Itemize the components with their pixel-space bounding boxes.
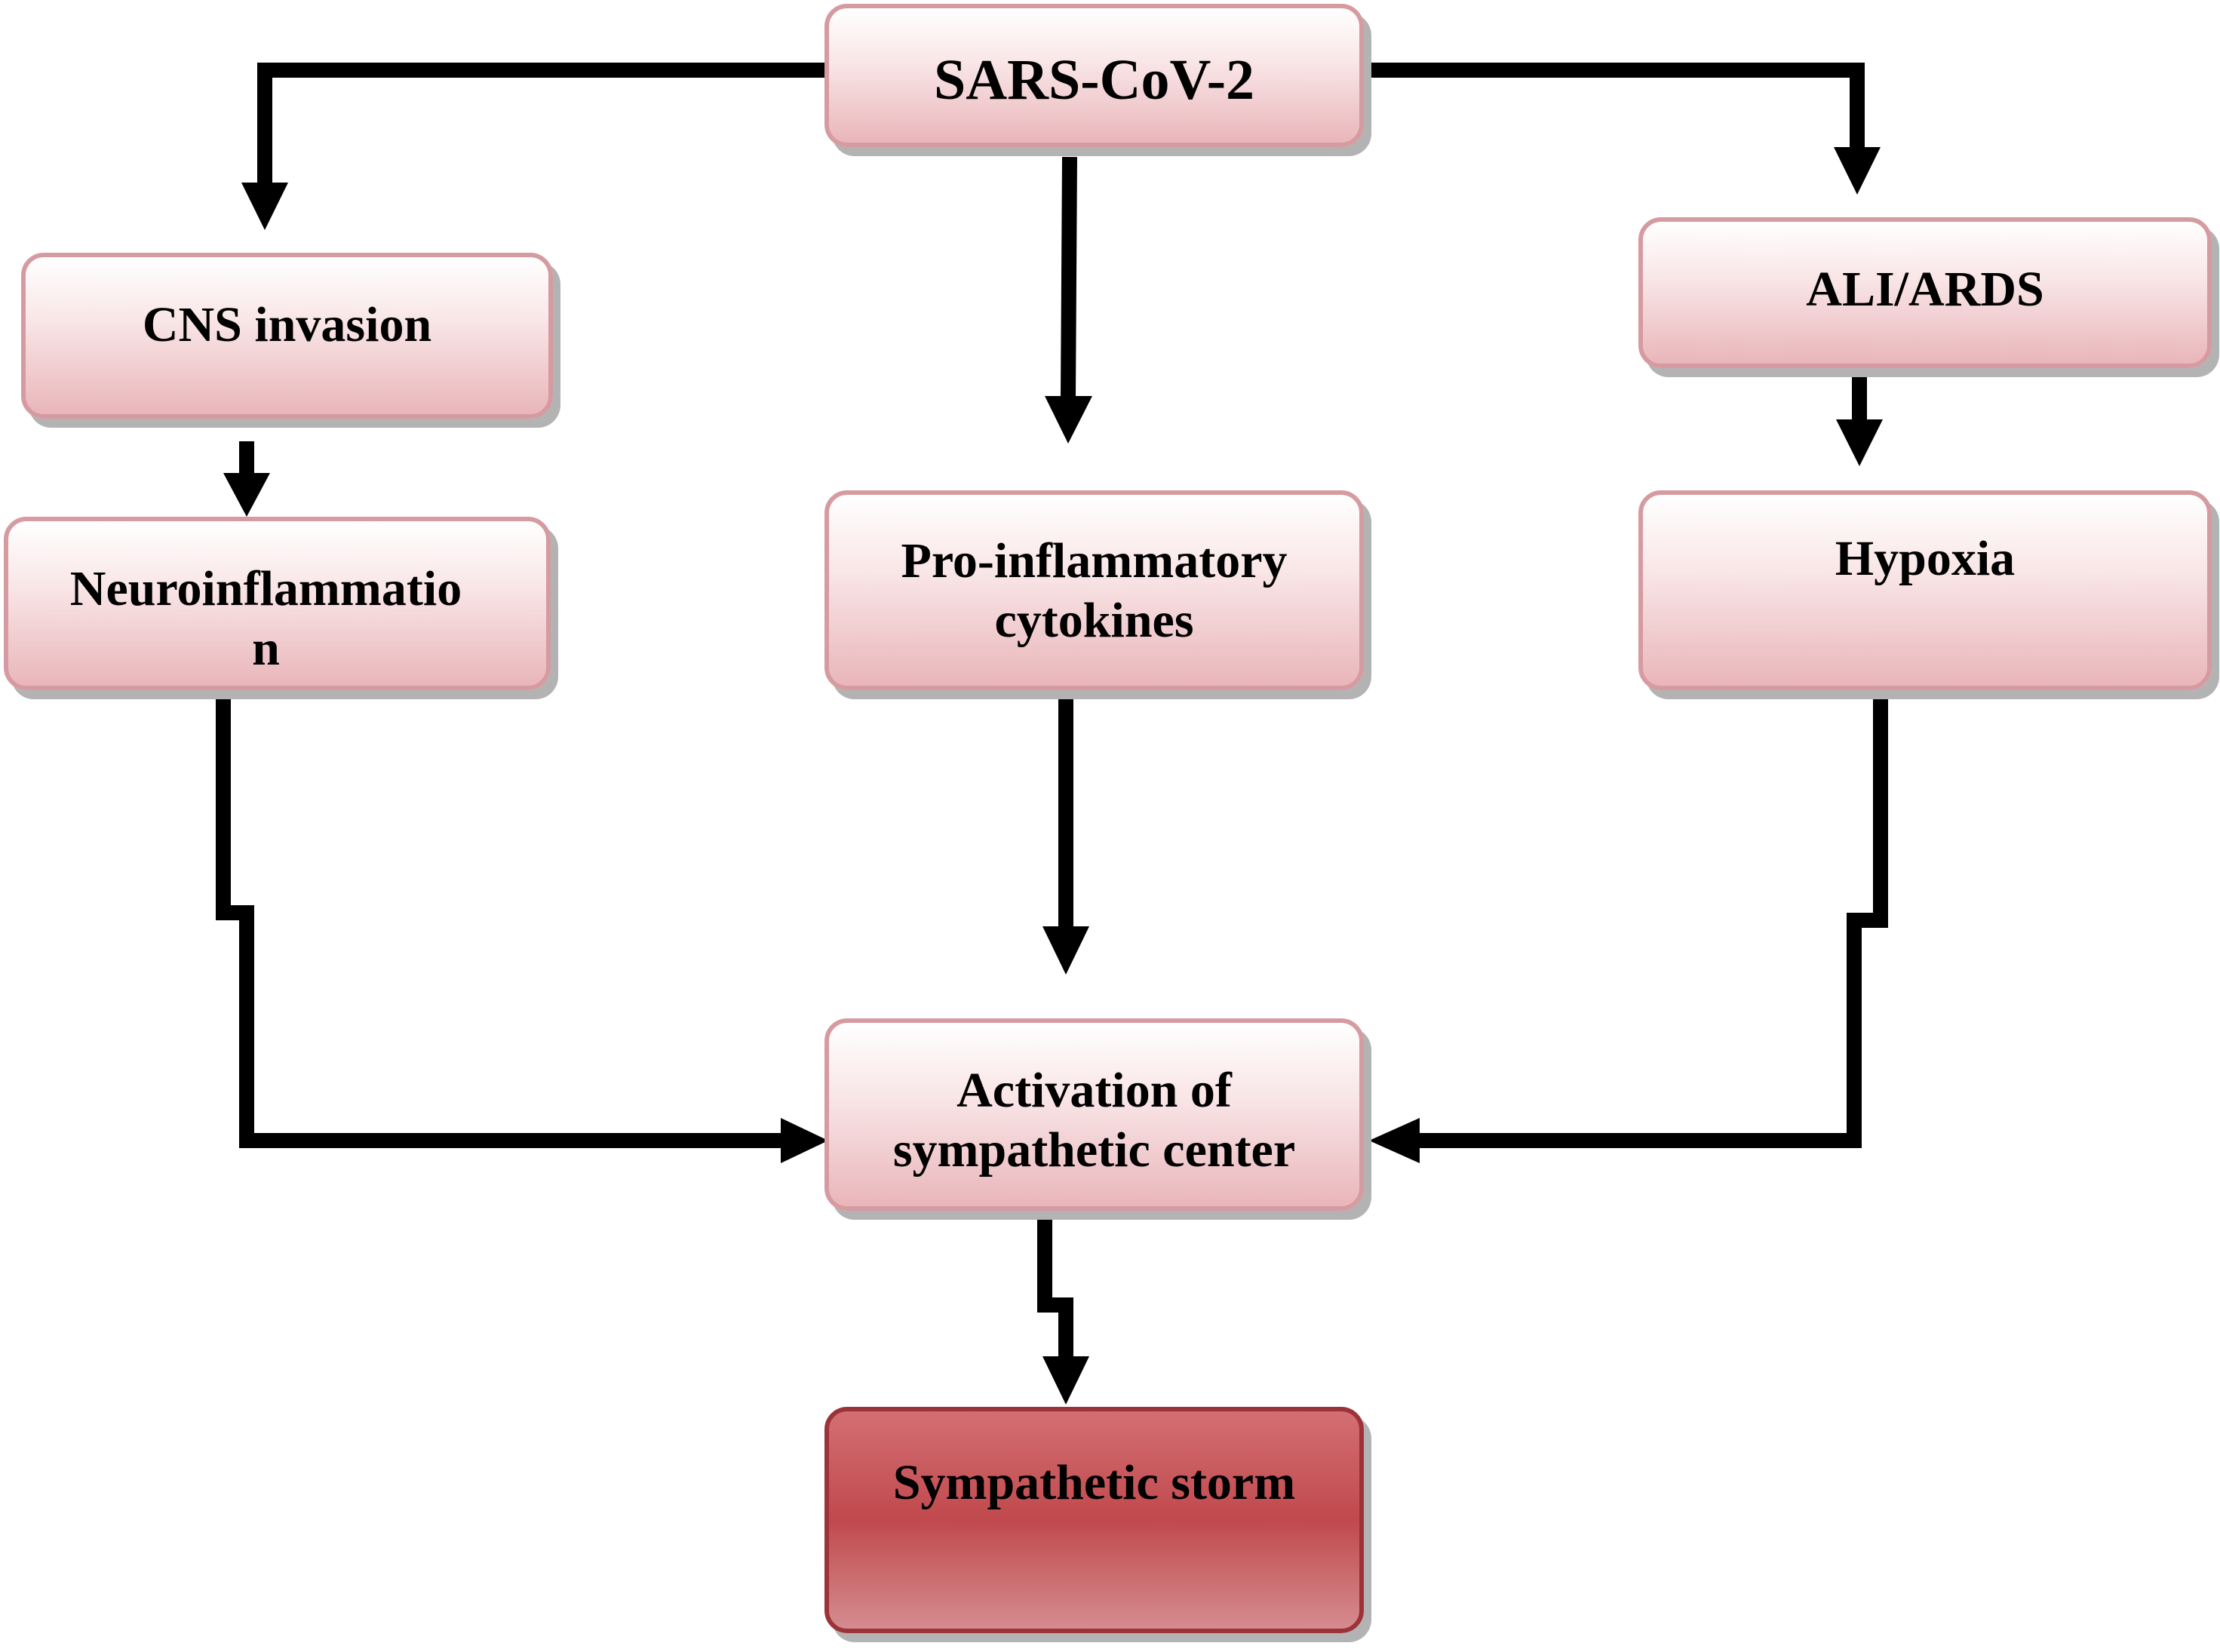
- node-label: CNS invasion: [142, 297, 432, 352]
- arrowhead-storm: [1042, 1356, 1089, 1405]
- arrowhead-cytokines: [1045, 396, 1092, 444]
- node-hypoxia: Hypoxia: [1638, 490, 2212, 690]
- node-sars-cov-2: SARS-CoV-2: [824, 4, 1364, 147]
- node-label: Hypoxia: [1835, 531, 2016, 586]
- node-pro-inflammatory-cytokines: Pro-inflammatory cytokines: [824, 490, 1364, 690]
- node-label: Activation of sympathetic center: [892, 1063, 1296, 1178]
- node-label: ALI/ARDS: [1806, 262, 2044, 317]
- node-label: Sympathetic storm: [892, 1455, 1296, 1510]
- node-label: SARS-CoV-2: [933, 48, 1255, 112]
- arrowhead-activation-right: [1369, 1118, 1420, 1163]
- arrow-sars-to-cytokines: [1061, 156, 1077, 399]
- arrowhead-ali: [1834, 147, 1881, 195]
- arrowhead-hypoxia: [1836, 419, 1883, 466]
- node-sympathetic-storm: Sympathetic storm: [824, 1407, 1364, 1633]
- arrowhead-neuro: [223, 473, 270, 517]
- arrowhead-activation-left: [781, 1118, 828, 1163]
- arrow-neuro-to-activation: [216, 689, 785, 1148]
- node-activation-sympathetic-center: Activation of sympathetic center: [824, 1018, 1364, 1211]
- node-label: Neuroinflammatio n: [69, 561, 462, 677]
- arrow-hypoxia-to-activation: [1418, 689, 1888, 1148]
- node-neuroinflammation: Neuroinflammatio n: [4, 517, 551, 690]
- arrow-sars-to-cns: [257, 63, 824, 185]
- node-ali-ards: ALI/ARDS: [1638, 217, 2212, 368]
- arrowhead-activation-top: [1042, 926, 1089, 975]
- arrow-activation-to-storm: [1037, 1207, 1073, 1358]
- node-label: Pro-inflammatory cytokines: [901, 533, 1288, 649]
- node-cns-invasion: CNS invasion: [21, 253, 553, 419]
- arrow-sars-to-ali: [1365, 63, 1865, 147]
- arrowhead-cns: [241, 183, 288, 230]
